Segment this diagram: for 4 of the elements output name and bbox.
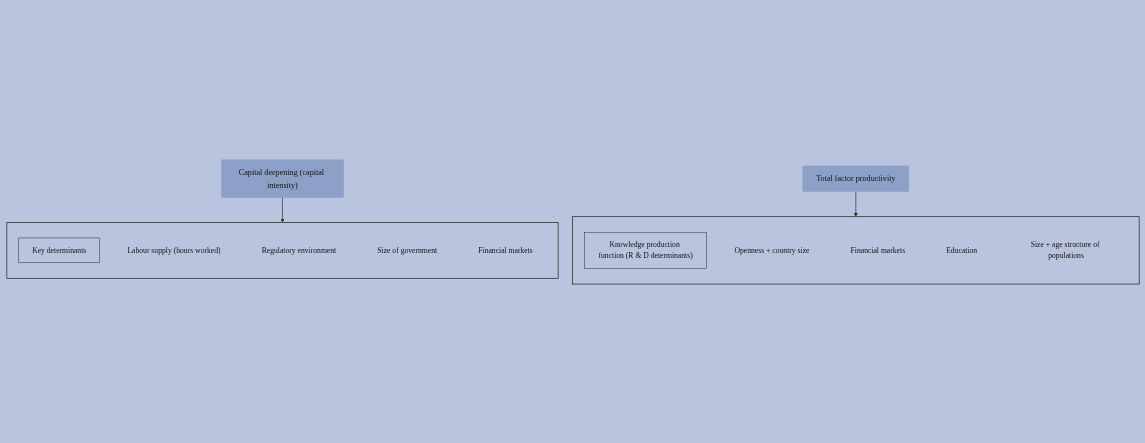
node-box: Total factor productivity: [802, 165, 909, 192]
cluster: [5, 221, 558, 279]
node-box: Capital deepening (capital intensity): [220, 159, 344, 198]
cluster: [571, 215, 1140, 284]
